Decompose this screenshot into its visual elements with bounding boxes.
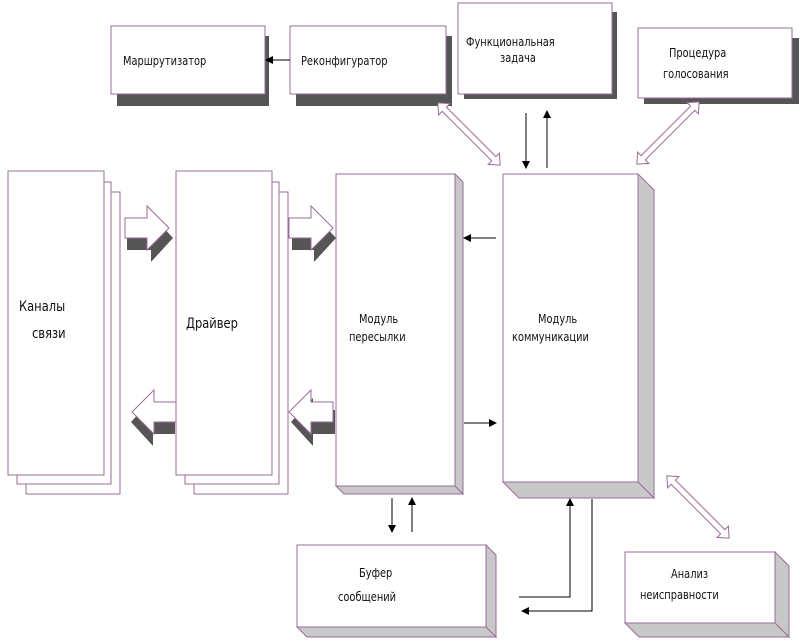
- message-buffer-block: [295, 543, 498, 639]
- double-arrow-task-comm: [437, 102, 501, 166]
- double-arrow-comm-fault: [666, 475, 730, 539]
- functional-task-block: [457, 2, 617, 99]
- double-arrow-voting-comm: [636, 101, 700, 165]
- voting-procedure-label-line1: Процедура: [669, 46, 727, 60]
- functional-task-label-line2: задача: [500, 51, 536, 65]
- block-arrow-forwarding-to-driver: [288, 388, 335, 446]
- reconfigurator-block: [289, 25, 452, 106]
- fault-analysis-label-line2: неисправности: [640, 588, 719, 602]
- message-buffer-label-line2: сообщений: [338, 590, 397, 604]
- forwarding-module-label-line2: пересылки: [349, 330, 406, 344]
- arrow-comm-to-buffer: [521, 499, 593, 615]
- communication-module-block: [501, 172, 656, 500]
- forwarding-module-label-line1: Модуль: [359, 312, 399, 326]
- block-arrow-channels-to-driver: [124, 204, 173, 262]
- communication-module-label-line2: коммуникации: [512, 330, 589, 344]
- fault-analysis-label-line1: Анализ: [671, 567, 709, 581]
- communication-module-label-line1: Модуль: [538, 312, 578, 326]
- driver-block: [175, 170, 289, 495]
- block-arrow-driver-to-forwarding: [288, 204, 336, 262]
- channels-label-line2: связи: [32, 326, 66, 342]
- channels-block: [7, 170, 121, 495]
- reconfigurator-label: Реконфигуратор: [301, 54, 388, 68]
- voting-procedure-block: [637, 27, 799, 104]
- router-block: [110, 25, 269, 106]
- voting-procedure-label-line2: голосования: [663, 67, 729, 81]
- functional-task-label-line1: Функциональная: [466, 35, 555, 49]
- forwarding-module-block: [334, 172, 465, 496]
- block-arrow-driver-to-channels: [131, 388, 177, 446]
- arrow-buffer-to-comm: [519, 498, 574, 598]
- fault-analysis-block: [623, 550, 791, 639]
- driver-label: Драйвер: [186, 316, 238, 332]
- channels-label-line1: Каналы: [19, 299, 66, 315]
- message-buffer-label-line1: Буфер: [359, 566, 393, 580]
- router-label: Маршрутизатор: [123, 54, 207, 68]
